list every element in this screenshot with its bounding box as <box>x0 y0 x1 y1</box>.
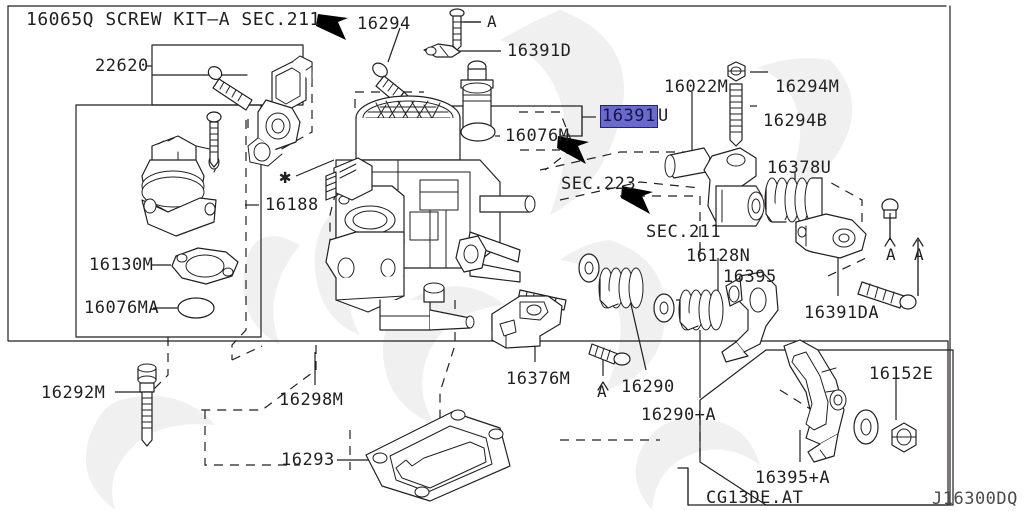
part-label-p16292M[interactable]: 16292M <box>41 383 106 403</box>
sec-arrows <box>316 14 653 214</box>
part-16395A-bracket <box>783 339 847 463</box>
part-washer-2 <box>653 293 675 323</box>
part-label-p16290A[interactable]: 16290+A <box>641 405 717 425</box>
part-label-secA223[interactable]: SEC.223 <box>561 174 637 194</box>
part-label-p16152E[interactable]: 16152E <box>869 364 934 384</box>
part-label-p16391U[interactable]: U <box>658 106 669 126</box>
part-label-engine[interactable]: CG13DE.AT <box>706 488 804 508</box>
leader-lines <box>115 21 919 462</box>
part-label-p16290[interactable]: 16290 <box>621 377 675 397</box>
part-label-p16395A[interactable]: 16395+A <box>755 468 831 488</box>
part-16292M-bolt <box>137 363 157 447</box>
part-16152E-nut <box>891 422 917 453</box>
part-label-p16294[interactable]: 16294 <box>357 14 411 34</box>
part-16128N-lever <box>703 147 765 227</box>
part-16391DA-bracket <box>795 213 867 259</box>
part-label-p16188[interactable]: 16188 <box>265 195 319 215</box>
drawing-reference: J16300DQ <box>932 489 1018 509</box>
part-label-p16395[interactable]: 16395 <box>723 267 777 287</box>
part-A-screw-right-1 <box>881 198 899 247</box>
part-label-p16130M[interactable]: 16130M <box>89 255 154 275</box>
part-16022M-dowel <box>664 147 711 179</box>
part-label-p16293[interactable]: 16293 <box>281 450 335 470</box>
part-label-p16391DA[interactable]: 16391DA <box>804 303 880 323</box>
part-label-p16076MA[interactable]: 16076MA <box>84 298 160 318</box>
part-label-p16022M[interactable]: 16022M <box>664 77 729 97</box>
part-label-p16378U[interactable]: 16378U <box>767 158 832 178</box>
part-main-throttle-body <box>325 95 567 331</box>
part-16290A-spring <box>678 289 724 331</box>
assembly-dashed-paths <box>144 22 867 475</box>
part-label-aMark4[interactable]: A <box>597 382 608 401</box>
part-16152E-washer <box>853 409 879 445</box>
part-label-aMark1[interactable]: A <box>487 12 498 31</box>
part-16076M-oring <box>460 122 496 142</box>
part-label-p16376M[interactable]: 16376M <box>506 369 571 389</box>
part-label-p16391[interactable]: 16391 <box>600 105 658 128</box>
part-16378U-spring <box>764 177 823 223</box>
part-label-aMark3[interactable]: A <box>914 245 925 264</box>
part-label-aMark2[interactable]: A <box>886 245 897 264</box>
part-label-p16128N[interactable]: 16128N <box>686 246 751 266</box>
part-label-p16294M[interactable]: 16294M <box>775 77 840 97</box>
part-16391D-clip <box>423 43 461 58</box>
part-label-p16298M[interactable]: 16298M <box>279 390 344 410</box>
part-16294M-nut <box>727 61 746 82</box>
part-16290-spring <box>598 267 644 309</box>
part-22620-sensor <box>247 55 313 167</box>
part-A-screw-top <box>449 8 481 51</box>
frame-main <box>7 5 951 506</box>
part-16076MA-oring <box>177 297 215 319</box>
part-label-title[interactable]: 16065Q SCREW KIT—A SEC.211 <box>26 9 321 30</box>
part-washer-1 <box>578 253 600 283</box>
part-label-star[interactable]: ✱ <box>279 164 292 188</box>
part-16188-valve <box>141 135 220 237</box>
part-16293-gasket <box>365 409 511 502</box>
part-label-secA211[interactable]: SEC.211 <box>646 222 722 242</box>
part-A-screw-right-2 <box>857 237 924 310</box>
part-16376M-bracket <box>491 295 563 349</box>
highlighted-part-number[interactable]: 16391 <box>600 105 658 128</box>
part-16294B-stud <box>729 83 743 147</box>
part-16395-bracket <box>721 271 779 363</box>
part-22620-screw <box>207 66 253 111</box>
part-label-p16294B[interactable]: 16294B <box>763 111 828 131</box>
part-label-p22620[interactable]: 22620 <box>95 56 149 76</box>
part-label-p16076M[interactable]: 16076M <box>505 126 570 146</box>
frame-22620-kit <box>151 44 304 106</box>
part-16130M-gasket <box>171 247 239 285</box>
part-A-screw-center <box>588 343 631 391</box>
part-label-p16391D[interactable]: 16391D <box>507 41 572 61</box>
part-box-screw <box>206 111 222 168</box>
